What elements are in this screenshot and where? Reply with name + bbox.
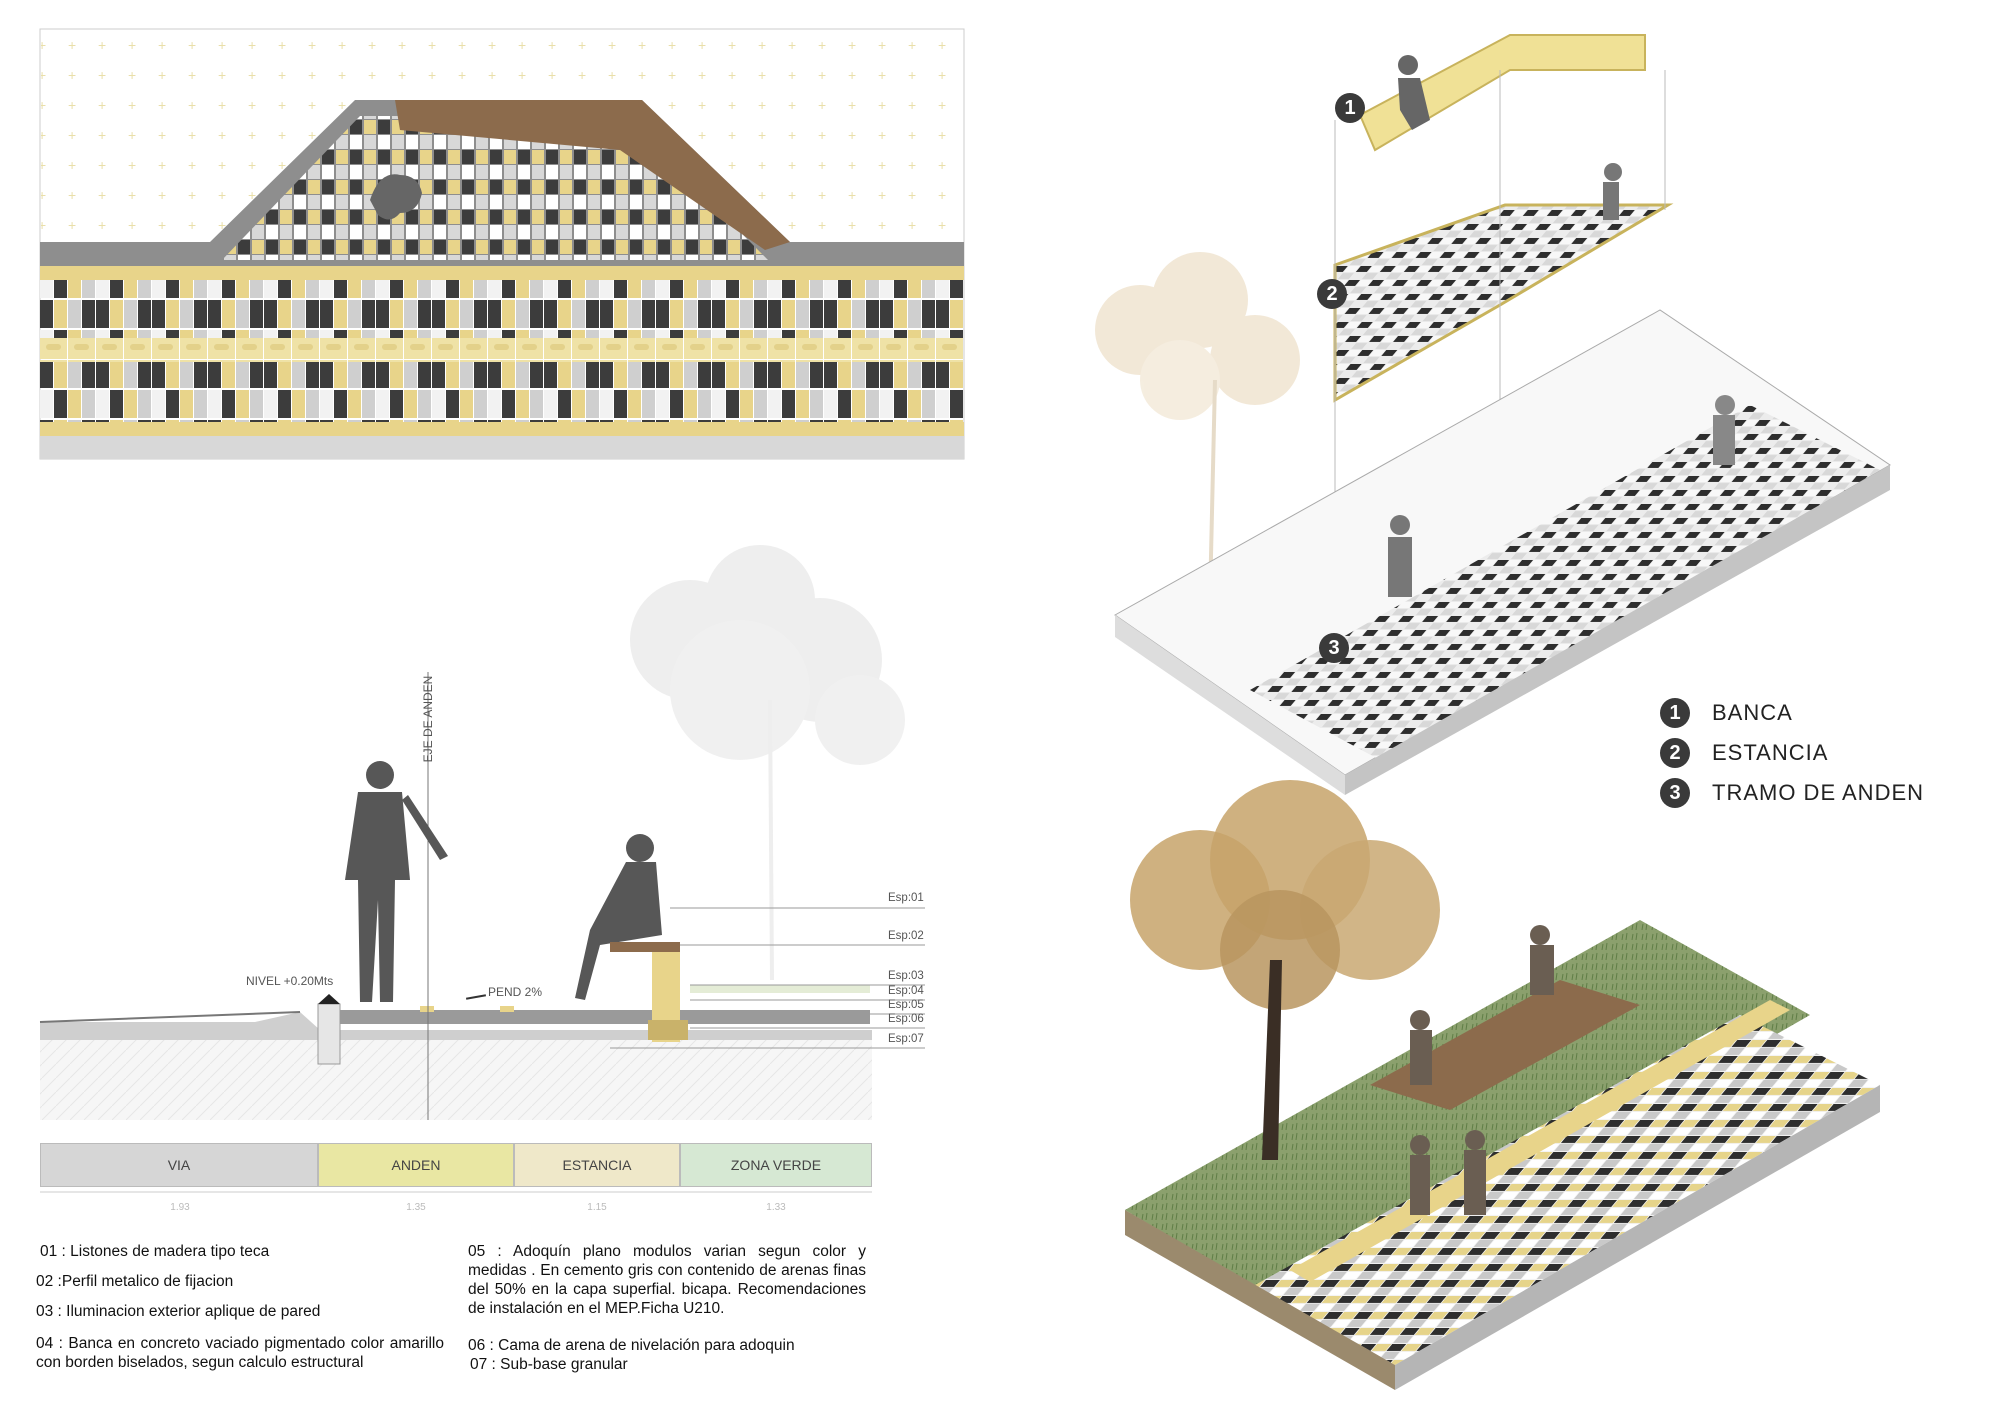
note-01: 01 : Listones de madera tipo teca	[40, 1243, 270, 1260]
level-label: NIVEL +0.20Mts	[246, 974, 334, 988]
legend-item-tramo: 3 TRAMO DE ANDEN	[1660, 778, 1924, 808]
zone-verde: ZONA VERDE	[680, 1143, 872, 1187]
marker-2: 2	[1317, 279, 1347, 309]
dim-anden: 1.35	[406, 1202, 426, 1213]
marker-1: 1	[1335, 93, 1365, 123]
note-06: 06 : Cama de arena de nivelación para ad…	[468, 1337, 795, 1354]
zone-estancia-label: ESTANCIA	[562, 1157, 632, 1173]
zone-via: VIA	[40, 1143, 318, 1187]
note-05: 05 : Adoquín plano modulos varian segun …	[468, 1243, 866, 1317]
legend-item-estancia: 2 ESTANCIA	[1660, 738, 1828, 768]
legend-item-banca: 1 BANCA	[1660, 698, 1793, 728]
esp-label-01: Esp:01	[888, 892, 924, 904]
dim-verde: 1.33	[766, 1202, 786, 1213]
seated-person-icon	[575, 834, 662, 1000]
esp-label-06: Esp:06	[888, 1013, 924, 1025]
dim-via: 1.93	[170, 1202, 190, 1213]
legend-label-banca: BANCA	[1712, 700, 1793, 725]
zone-anden-label: ANDEN	[391, 1157, 441, 1173]
legend-number-3: 3	[1660, 778, 1690, 808]
note-03: 03 : Iluminacion exterior aplique de par…	[36, 1303, 321, 1320]
esp-label-07: Esp:07	[888, 1033, 924, 1045]
axis-label: EJE DE ANDEN	[421, 675, 435, 763]
zone-verde-label: ZONA VERDE	[730, 1157, 822, 1173]
esp-label-05: Esp:05	[888, 999, 924, 1011]
legend-number-2: 2	[1660, 738, 1690, 768]
esp-label-03: Esp:03	[888, 970, 924, 982]
walking-people-icon	[1410, 925, 1554, 1215]
legend-label-estancia: ESTANCIA	[1712, 740, 1829, 765]
standing-person-icon	[345, 761, 448, 1002]
zone-anden: ANDEN	[318, 1143, 514, 1187]
axis-label-container: EJE DE ANDEN	[418, 672, 438, 772]
slope-label: PEND 2%	[488, 985, 543, 999]
zone-via-label: VIA	[167, 1157, 191, 1173]
zone-estancia: ESTANCIA	[514, 1143, 680, 1187]
esp-label-04: Esp:04	[888, 985, 924, 997]
legend-number-1: 1	[1660, 698, 1690, 728]
esp-label-02: Esp:02	[888, 930, 924, 942]
seated-figure-icon	[1398, 55, 1430, 130]
note-07: 07 : Sub-base granular	[470, 1356, 628, 1373]
legend-label-tramo: TRAMO DE ANDEN	[1712, 780, 1925, 805]
dim-estancia: 1.15	[587, 1202, 607, 1213]
note-04: 04 : Banca en concreto vaciado pigmentad…	[36, 1335, 444, 1371]
marker-3: 3	[1319, 633, 1349, 663]
note-02: 02 :Perfil metalico de fijacion	[36, 1273, 234, 1290]
